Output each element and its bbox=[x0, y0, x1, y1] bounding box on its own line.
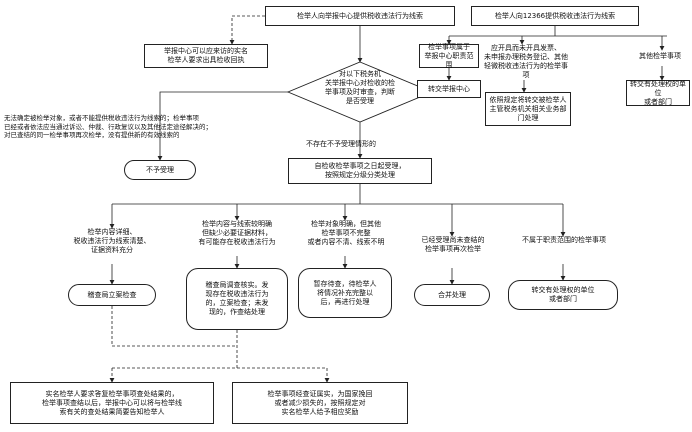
not-accept-reasons: 无法确定被检举对象，或者不能提供税收违法行为线索的；检举事项 已经或者依法应当通… bbox=[4, 114, 212, 139]
decision-diamond-text: 对以下税务机 关举报中心对检收的检 举事项及时审查，判断 是否受理 bbox=[325, 70, 395, 105]
no-rejection-label: 不存在不予受理情形的 bbox=[306, 140, 376, 148]
result-2-box: 稽查局调查核实。发 现存在税收违法行为 的，立案检查；未发 现的，作查结处理 bbox=[186, 268, 288, 330]
category-1-text: 检举内容详细、 税收违法行为线索清楚、 证据资料充分 bbox=[73, 228, 151, 254]
jurisdiction-box: 检举事项属于 举报中心职责范围 bbox=[419, 43, 479, 69]
top-left-box: 检举人向举报中心提供税收违法行为线索 bbox=[265, 6, 455, 26]
category-2-text: 检举内容与线索较明确 但缺少必要证据材料， 有可能存在税收违法行为 bbox=[198, 220, 276, 246]
result-1-box: 稽查局立案检查 bbox=[68, 284, 156, 306]
bottom-right-box: 检举事项经查证属实，为国家挽回 或者减少损失的，按照规定对 实名检举人给予相应奖… bbox=[232, 382, 408, 424]
feedback-box: 举报中心可以应来访的实名 检举人要求出具检收回执 bbox=[144, 44, 268, 68]
not-accept-box: 不予受理 bbox=[124, 160, 196, 180]
accept-box: 自检收检举事项之日起受理， 按照规定分级分类处理 bbox=[288, 158, 432, 184]
other-dept-text: 其他检举事项 bbox=[639, 52, 681, 60]
other-agency-text: 应开具而未开具发票、 未申报办理税务登记、其他 轻微税收违法行为的检举事项 bbox=[484, 44, 568, 79]
transfer-district-box: 依照规定将转交被检举人 主管税务机关相关业务部 门处理 bbox=[485, 92, 571, 126]
category-4-text: 已经受理尚未查结的 检举事项再次检举 bbox=[421, 236, 485, 253]
decision-diamond-shape bbox=[286, 61, 434, 123]
transfer-unit-box-top: 转交有处理权的单位 或者部门 bbox=[626, 80, 690, 106]
forward-center-box: 转交举报中心 bbox=[417, 80, 481, 98]
result-5-box: 转交有处理权的单位 或者部门 bbox=[508, 280, 618, 310]
top-right-box: 检举人向12366提供税收违法行为线索 bbox=[471, 6, 639, 26]
category-5-text: 不属于职责范围的检举事项 bbox=[522, 236, 606, 244]
result-3-box: 暂存待查，待检举人 将情况补充完整以 后，再进行处理 bbox=[298, 268, 392, 318]
bottom-left-box: 实名检举人要求答复检举事项查处结果的， 检举事项查结以后，举报中心可以将与检举线… bbox=[10, 382, 214, 424]
result-4-box: 合并处理 bbox=[414, 284, 490, 306]
category-3-text: 检举对象明确，但其他 检举事项不完整 或者内容不清、线索不明 bbox=[307, 220, 385, 246]
